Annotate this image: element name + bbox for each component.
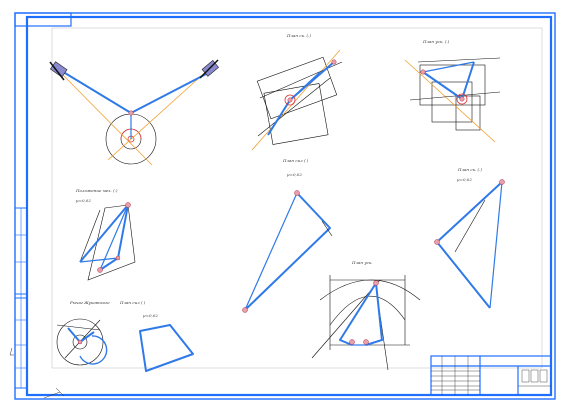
formula-3: μ=0,02 [457,177,472,182]
slider-right [199,59,219,79]
left-binding-strip [14,207,28,389]
plan-acceleration-top: План уск. (.) [404,39,501,143]
plan-velocity-top: План ск. (.) [251,33,343,151]
plan-e-title: План ск. (.) [457,167,482,172]
formula-1: μ=0,02 [76,198,91,203]
mechanism-diagram [49,59,219,166]
plan-position-left: Положение мех. (.) μ=0,02 [75,188,136,281]
plan-h-title: План сил ( ) [119,300,146,305]
plan-acceleration-bottom: План уск. [311,260,421,371]
origin-marker [9,347,65,399]
plan-forces-bottom: План сил ( ) μ=0,02 [119,300,194,372]
plan-velocity-right: План ск. (.) μ=0,02 [434,167,505,309]
plan-lever-bottom-left: Рычаг Жуковского [56,300,110,366]
plan-forces-center: План сил ( ) μ=0,02 [242,158,333,313]
plan-g-title: Рычаг Жуковского [69,300,110,305]
plan-a-title: План ск. (.) [286,33,311,38]
plan-c-title: Положение мех. (.) [75,188,118,193]
formula-4: μ=0,02 [143,313,158,318]
plan-d-title: План сил ( ) [282,158,309,163]
formula-2: μ=0,02 [287,172,302,177]
plan-f-title: План уск. [351,260,373,265]
plan-b-title: План уск. (.) [422,39,450,44]
sheet-frame [14,12,556,400]
title-block [430,355,552,396]
slider-left [49,61,68,81]
